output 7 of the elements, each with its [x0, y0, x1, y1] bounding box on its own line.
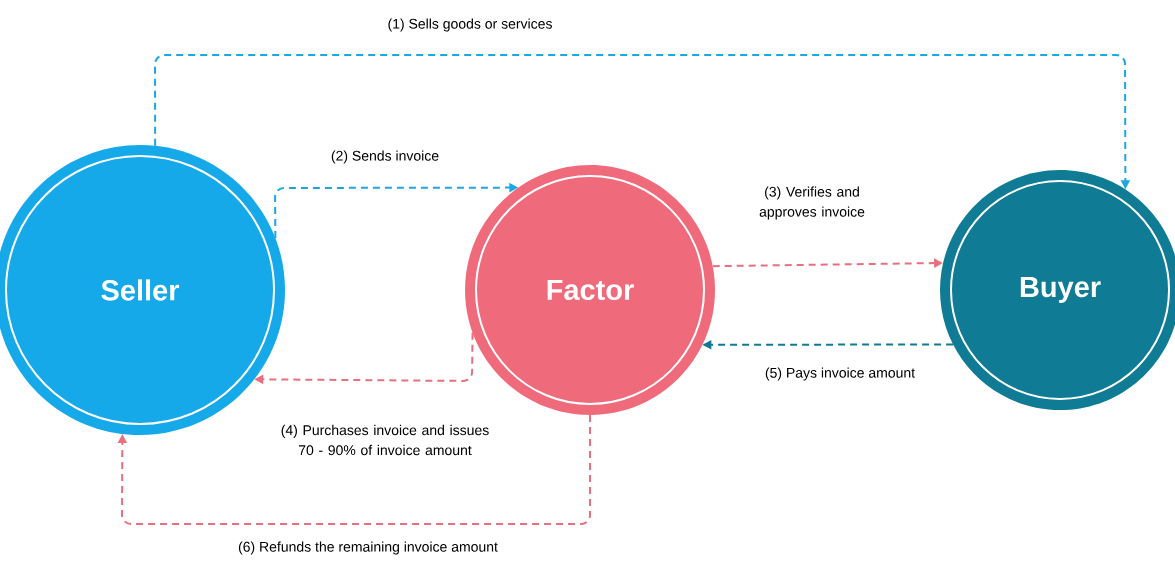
edge-label: (5) Pays invoice amount — [765, 367, 915, 381]
circle-node: Factor — [465, 165, 715, 415]
arrow — [117, 414, 591, 525]
edge-label: (6) Refunds the remaining invoice amount — [238, 541, 498, 555]
edge-label: (1) Sells goods or services — [388, 18, 552, 32]
edge-label: (2) Sends invoice — [331, 150, 439, 164]
edge-label: (3) Verifies and approves invoice — [759, 186, 865, 220]
